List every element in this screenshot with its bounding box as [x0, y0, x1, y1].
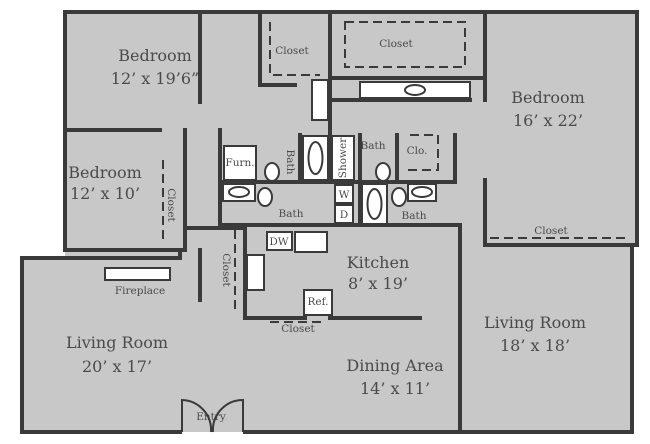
toilet-4 — [391, 187, 407, 207]
closet-top-right-label: Closet — [379, 38, 413, 50]
bath-1-label: Bath — [284, 150, 296, 175]
bedroom-w-size: 12’ x 10’ — [70, 184, 140, 203]
floor-area — [22, 12, 637, 432]
bedroom-nw-size: 12’ x 19’6” — [111, 69, 199, 88]
washer — [334, 184, 354, 204]
kitchen-size: 8’ x 19’ — [348, 274, 408, 293]
shower — [331, 135, 355, 181]
kitchen-sink — [246, 254, 265, 291]
refrigerator-label: Ref. — [308, 296, 329, 308]
dining-size: 14’ x 11’ — [360, 379, 430, 398]
bedroom-ne-name: Bedroom — [511, 88, 585, 107]
bath-3-label: Bath — [279, 208, 304, 220]
range — [294, 231, 328, 253]
toilet-1 — [264, 162, 280, 182]
washer-label: W — [339, 189, 350, 201]
furnace — [223, 145, 257, 181]
fireplace-label: Fireplace — [115, 285, 165, 297]
tub-2-basin — [366, 188, 383, 220]
vanity-2-sink — [411, 186, 433, 198]
closet-ne-label: Closet — [534, 225, 568, 237]
living-e-size: 18’ x 18’ — [500, 336, 570, 355]
refrigerator — [303, 289, 333, 316]
bedroom-nw-name: Bedroom — [118, 46, 192, 65]
dryer — [334, 204, 354, 224]
kitchen-name: Kitchen — [347, 253, 410, 272]
tub-1-basin — [307, 141, 324, 175]
tub-3 — [311, 79, 329, 121]
clo-label: Clo. — [407, 145, 428, 157]
dining-name: Dining Area — [346, 356, 444, 375]
closet-top-left-label: Closet — [275, 45, 309, 57]
living-w-name: Living Room — [66, 333, 168, 352]
bath-4-label: Bath — [402, 210, 427, 222]
bedroom-ne-size: 16’ x 22’ — [513, 111, 583, 130]
fireplace-hearth — [104, 267, 171, 281]
living-w-size: 20’ x 17’ — [82, 357, 152, 376]
bedroom-w-name: Bedroom — [68, 163, 142, 182]
bath-2-label: Bath — [361, 140, 386, 152]
vanity-top — [359, 81, 471, 99]
entry-door-icon — [181, 398, 244, 433]
dishwasher-label: DW — [269, 236, 288, 248]
closet-bedroom-w-label: Closet — [165, 188, 177, 222]
dishwasher — [266, 231, 293, 251]
toilet-2 — [257, 187, 273, 207]
tub-2 — [361, 183, 388, 225]
shower-label: Shower — [337, 137, 349, 178]
furnace-label: Furn. — [225, 157, 254, 169]
toilet-3 — [375, 162, 391, 182]
dryer-label: D — [340, 209, 348, 221]
entry-label: Entry — [196, 411, 226, 423]
vanity-top-sink — [404, 84, 426, 96]
closet-outlines — [162, 21, 630, 323]
closet-hall-label: Closet — [220, 253, 232, 287]
living-e-name: Living Room — [484, 313, 586, 332]
tub-1 — [302, 135, 329, 181]
fixtures — [104, 79, 471, 316]
closet-dining-label: Closet — [281, 323, 315, 335]
vanity-1-sink — [228, 186, 250, 198]
